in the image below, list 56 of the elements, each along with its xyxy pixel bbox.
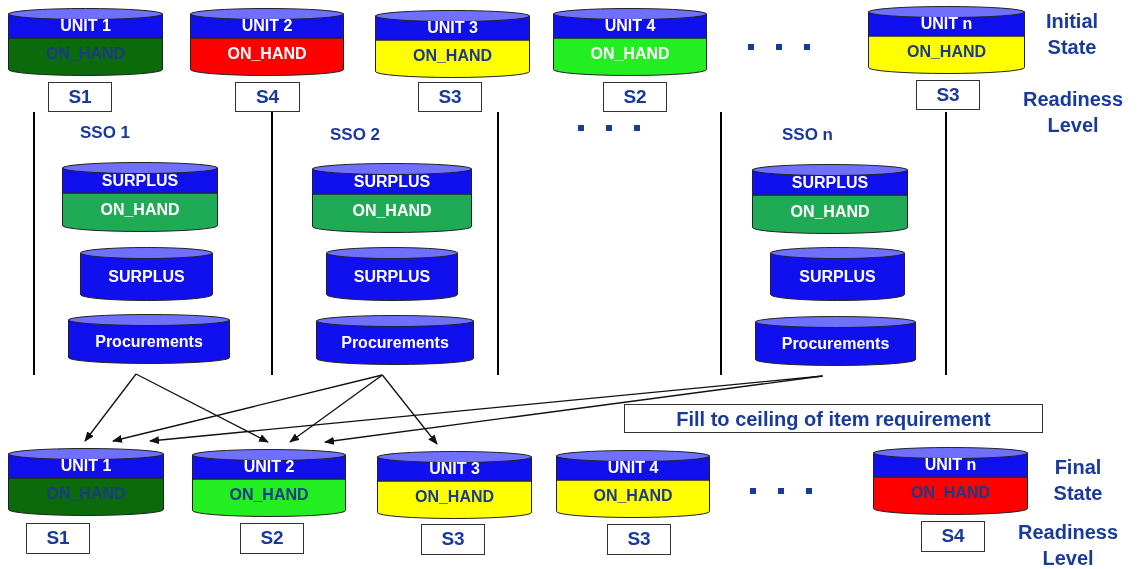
cylinder-label: ON_HAND <box>789 203 871 220</box>
readiness-box: S4 <box>921 521 985 552</box>
note-box: Fill to ceiling of item requirement <box>624 404 1043 433</box>
cylinder-label: UNIT 4 <box>606 460 660 476</box>
cylinder-label: SURPLUS <box>100 172 180 189</box>
cylinder-label: SURPLUS <box>107 269 186 285</box>
cylinder-label: ON_HAND <box>45 486 127 502</box>
readiness-box: S2 <box>240 523 304 554</box>
cylinder-label: ON_HAND <box>351 202 433 219</box>
arrow <box>112 374 383 443</box>
readiness-box: S2 <box>603 82 667 112</box>
arrow <box>135 373 269 443</box>
readiness-box: S4 <box>235 82 300 112</box>
cylinder-label: ON_HAND <box>411 48 494 64</box>
cylinder-label: ON_HAND <box>226 46 308 62</box>
cylinder-label: UNIT 1 <box>59 458 113 474</box>
cylinder-label: UNIT 3 <box>428 461 481 477</box>
readiness-box: S3 <box>916 80 980 110</box>
readiness-box: S3 <box>418 82 482 112</box>
cylinder-label: ON_HAND <box>589 46 671 62</box>
arrow <box>84 373 137 442</box>
cylinder-label: UNIT n <box>919 16 974 32</box>
cylinder-label: ON_HAND <box>413 489 496 505</box>
cylinder-label: SURPLUS <box>790 174 870 191</box>
cylinder-label: ON_HAND <box>592 488 674 504</box>
cylinder-label: ON_HAND <box>905 44 988 60</box>
readiness-box: S1 <box>26 523 90 554</box>
cylinder-label: ON_HAND <box>44 46 127 62</box>
cylinder-label: UNIT 3 <box>426 20 479 36</box>
readiness-box: S3 <box>421 524 485 555</box>
column-title: SSO 2 <box>330 124 382 146</box>
cylinder-label: UNIT 1 <box>59 18 112 34</box>
arrow <box>289 374 383 443</box>
cylinder-label: SURPLUS <box>352 269 432 285</box>
arrow <box>381 374 438 445</box>
cylinder-label: UNIT 4 <box>603 18 657 34</box>
arrow <box>324 375 824 445</box>
cylinder-label: Procurements <box>340 335 450 351</box>
cylinder-label: UNIT 2 <box>240 18 294 34</box>
cylinder-label: Procurements <box>94 334 204 350</box>
column-title: SSO 1 <box>80 122 132 144</box>
cylinder-label: Procurements <box>780 336 891 352</box>
cylinder-label: UNIT 2 <box>242 459 296 475</box>
row-label: Initial State <box>1044 9 1100 60</box>
row-label: Readiness Level <box>1016 520 1120 569</box>
cylinder-label: UNIT n <box>923 457 978 473</box>
cylinder-label: ON_HAND <box>909 485 992 501</box>
cylinder-label: ON_HAND <box>228 487 310 503</box>
column-title: SSO n <box>782 124 834 146</box>
cylinder-label: ON_HAND <box>99 201 181 218</box>
row-label: Readiness Level <box>1021 87 1125 138</box>
cylinder-label: SURPLUS <box>798 269 877 285</box>
readiness-box: S3 <box>607 524 671 555</box>
row-label: Final State <box>1052 455 1104 506</box>
cylinder-label: SURPLUS <box>352 173 432 190</box>
readiness-box: S1 <box>48 82 112 112</box>
